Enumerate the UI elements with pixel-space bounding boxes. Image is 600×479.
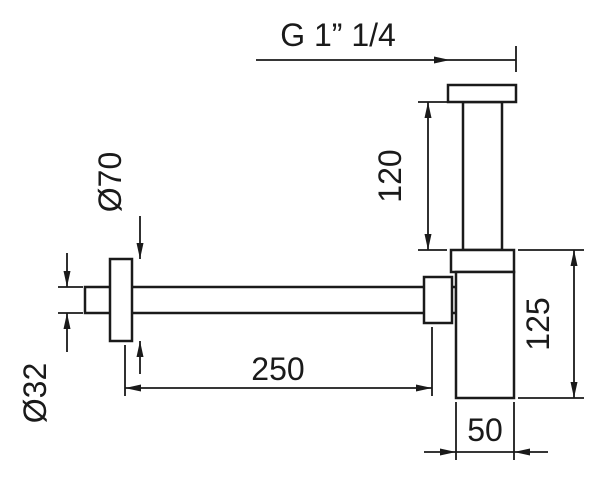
body-height-label: 125 <box>520 297 556 350</box>
dimension-inlet-pipe-height: 120 <box>372 101 459 251</box>
compression-nut-outline <box>422 275 454 325</box>
thread-cap-outline <box>446 83 518 104</box>
dimension-pipe-length: 250 <box>124 327 433 396</box>
body-width-label: 50 <box>467 412 503 448</box>
arrowhead <box>63 313 71 329</box>
arrowhead <box>570 382 578 398</box>
arrowhead <box>434 56 450 64</box>
arrowhead <box>514 448 530 456</box>
dimension-thread-size: G 1” 1/4 <box>256 17 517 72</box>
dimension-body-width: 50 <box>424 402 548 460</box>
arrowhead <box>424 102 432 118</box>
arrowhead <box>440 448 456 456</box>
arrowhead <box>416 384 432 392</box>
horizontal-pipe-outline <box>83 285 458 315</box>
dimension-flange-diameter: Ø70 <box>92 152 144 374</box>
arrowhead <box>424 234 432 250</box>
pipe-diameter-label: Ø32 <box>17 363 53 423</box>
flange-diameter-label: Ø70 <box>92 152 128 212</box>
arrowhead <box>125 384 141 392</box>
arrowhead <box>136 341 144 357</box>
trap-body-outline <box>454 270 516 400</box>
vertical-inlet-pipe-outline <box>461 100 504 252</box>
pipe-length-label: 250 <box>251 351 304 387</box>
arrowhead <box>136 243 144 259</box>
inlet-pipe-height-label: 120 <box>372 149 408 202</box>
trap-assembly-outline <box>83 83 518 400</box>
thread-size-label: G 1” 1/4 <box>280 17 396 53</box>
collar-nut-outline <box>449 248 516 274</box>
dimension-pipe-diameter: Ø32 <box>17 253 83 423</box>
wall-flange-outline <box>108 257 134 343</box>
dimension-body-height: 125 <box>518 249 584 399</box>
arrowhead <box>63 271 71 287</box>
arrowhead <box>570 250 578 266</box>
